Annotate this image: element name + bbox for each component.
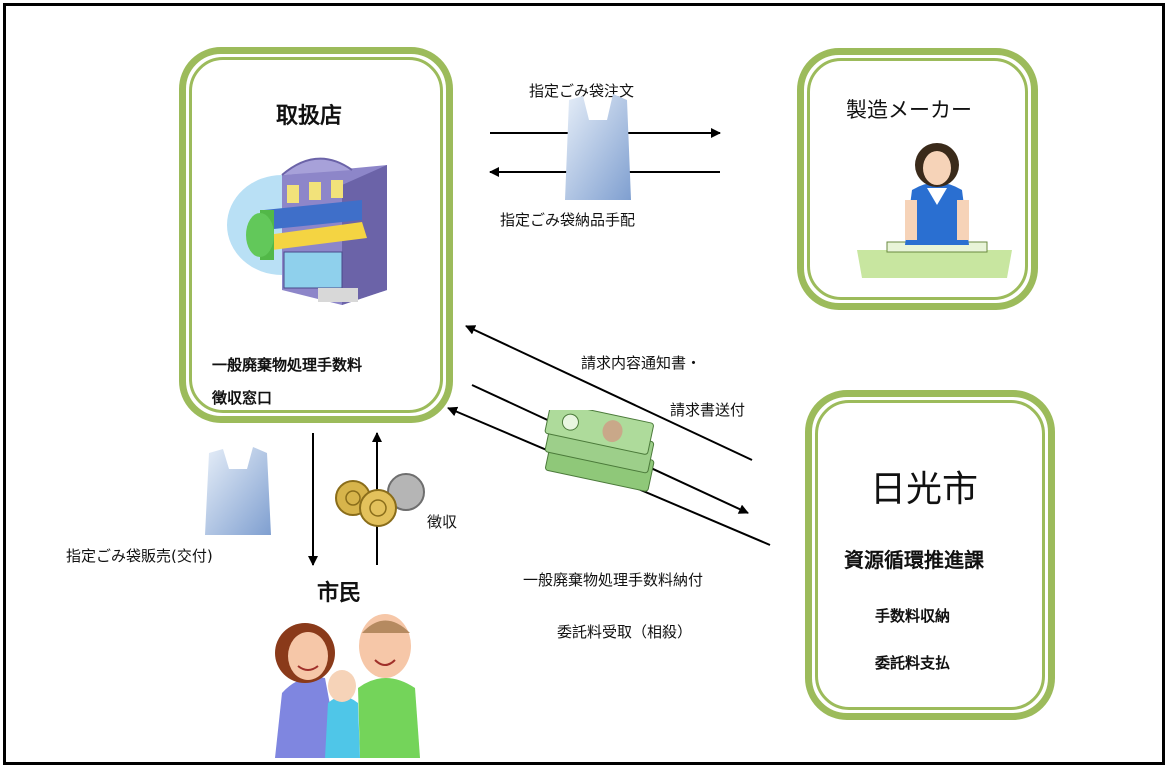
garbage-bag-icon (205, 447, 271, 535)
operator-woman-icon (857, 143, 1012, 278)
shop-building-icon (227, 157, 387, 305)
invoice-label-2: 請求書送付 (670, 401, 746, 419)
coins-icon (335, 473, 425, 527)
city-duty1: 手数料収納 (875, 607, 951, 625)
city-panel (805, 390, 1055, 720)
family-icon (275, 614, 420, 758)
order-label: 指定ごみ袋注文 (529, 82, 635, 100)
citizens-title: 市民 (317, 581, 362, 606)
collect-label: 徴収 (427, 513, 458, 531)
maker-title: 製造メーカー (846, 98, 972, 122)
banknotes-icon (544, 410, 655, 492)
garbage-bag-icon (565, 94, 631, 200)
city-department: 資源循環推進課 (844, 548, 984, 572)
sale-label: 指定ごみ袋販売(交付) (66, 547, 213, 565)
invoice-label-1: 請求内容通知書・ (581, 354, 702, 372)
shop-window-line2: 徴収窓口 (212, 389, 273, 407)
shop-title: 取扱店 (276, 104, 343, 129)
payment-label-2: 委託料受取（相殺） (557, 623, 693, 641)
city-title: 日光市 (870, 469, 979, 510)
shop-window-line1: 一般廃棄物処理手数料 (212, 356, 363, 374)
payment-label-1: 一般廃棄物処理手数料納付 (523, 571, 704, 589)
city-duty2: 委託料支払 (875, 654, 951, 672)
invoice-arrow (465, 325, 753, 461)
delivery-label: 指定ごみ袋納品手配 (500, 211, 636, 229)
